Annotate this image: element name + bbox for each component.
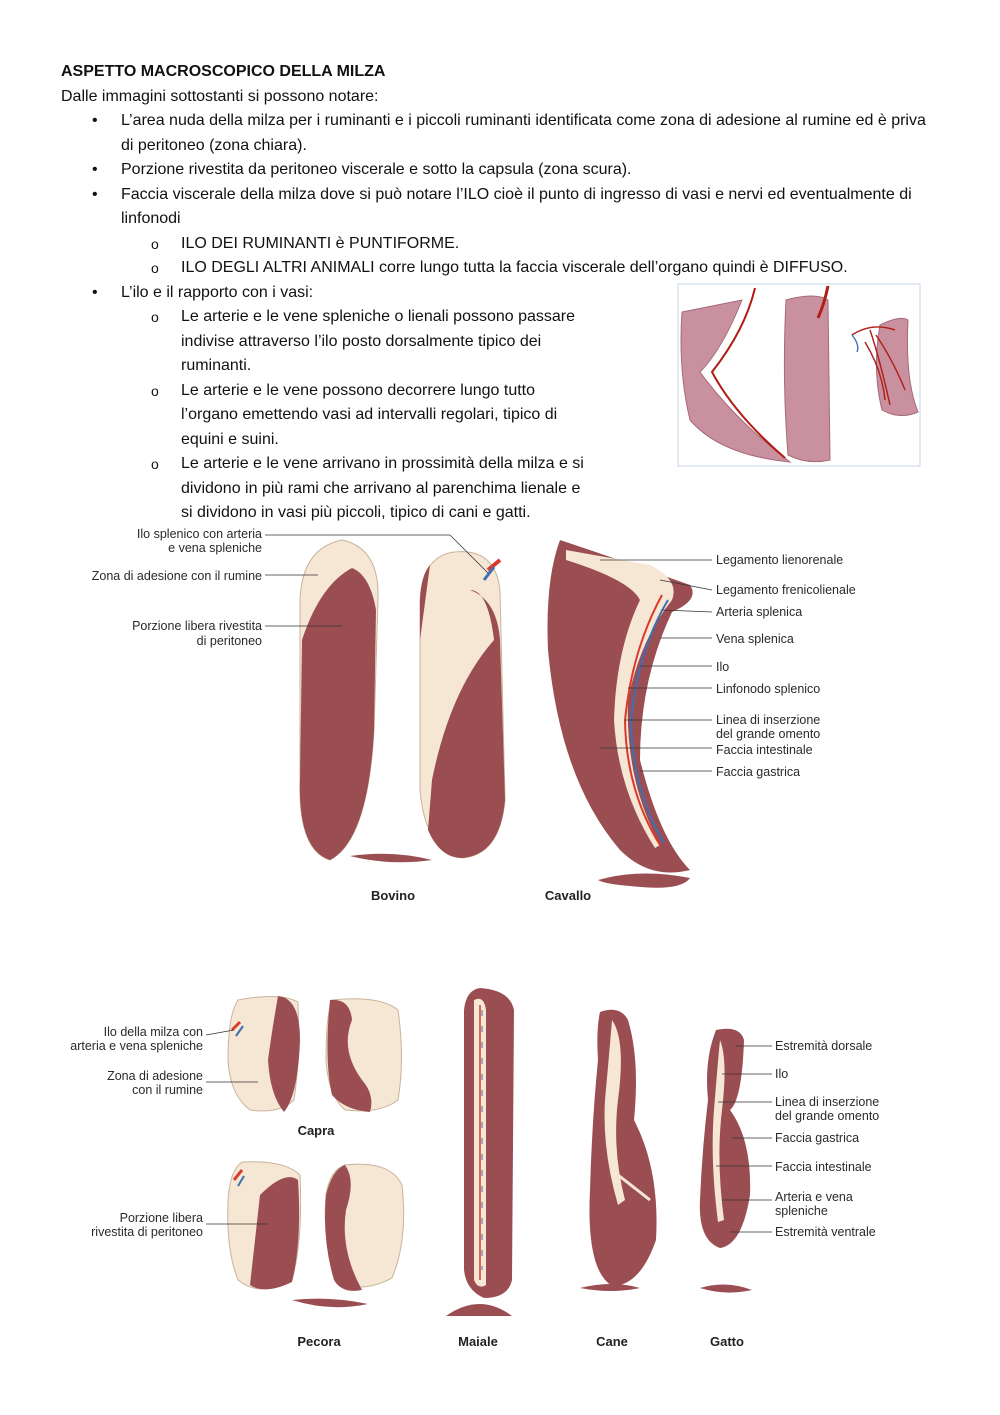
label-arteria-vena-2: spleniche — [775, 1204, 828, 1218]
bovino-spleen-right — [419, 551, 506, 859]
label-estremita-ventrale: Estremità ventrale — [775, 1225, 876, 1239]
bullet-porzione-rivestita: Porzione rivestita da peritoneo visceral… — [61, 158, 941, 183]
label-ilo-splenico-2: e vena spleniche — [168, 541, 262, 555]
label-estremita-dorsale: Estremità dorsale — [775, 1039, 872, 1053]
subitem-ilo-ruminanti: ILO DEI RUMINANTI è PUNTIFORME. — [121, 232, 941, 257]
cane-spleen — [589, 1009, 657, 1286]
pecora-spleen-left — [227, 1161, 302, 1290]
label-ilo: Ilo — [716, 660, 729, 674]
gatto-section — [700, 1284, 752, 1293]
bovino-spleen-left — [299, 539, 379, 861]
label-ilo-gatto: Ilo — [775, 1067, 788, 1081]
label-zona-adesione-capra-2: con il rumine — [132, 1083, 203, 1097]
fig2-leaders-right — [716, 1045, 772, 1233]
sublist-vasi: Le arterie e le vene spleniche o lienali… — [121, 305, 591, 526]
pecora-spleen-right — [324, 1163, 405, 1291]
label-porzione-libera-2: di peritoneo — [197, 634, 262, 648]
label-vena-splenica: Vena splenica — [716, 632, 794, 646]
fig1-leaders-left — [265, 534, 489, 627]
label-linea-inserzione-gatto-1: Linea di inserzione — [775, 1095, 879, 1109]
fig1-leaders-right — [600, 559, 713, 772]
label-zona-adesione: Zona di adesione con il rumine — [92, 569, 262, 583]
label-faccia-intestinale-gatto: Faccia intestinale — [775, 1160, 872, 1174]
label-linfonodo-splenico: Linfonodo splenico — [716, 682, 820, 696]
text-block: ASPETTO MACROSCOPICO DELLA MILZA Dalle i… — [61, 60, 941, 526]
species-capra: Capra — [298, 1123, 336, 1138]
subitem-vasi-cani: Le arterie e le vene arrivano in prossim… — [121, 452, 591, 526]
label-ilo-milza-2: arteria e vena spleniche — [70, 1039, 203, 1053]
bullet-list: L’area nuda della milza per i ruminanti … — [61, 109, 941, 526]
label-faccia-gastrica: Faccia gastrica — [716, 765, 800, 779]
cane-section — [580, 1284, 640, 1291]
sublist-ilo: ILO DEI RUMINANTI è PUNTIFORME. ILO DEGL… — [121, 232, 941, 281]
label-porzione-libera-1: Porzione libera rivestita — [132, 619, 262, 633]
label-linea-inserzione-2: del grande omento — [716, 727, 820, 741]
gatto-spleen — [699, 1028, 751, 1248]
fig2-leaders-left — [205, 1029, 268, 1225]
label-legamento-frenicolienale: Legamento frenicolienale — [716, 583, 856, 597]
species-gatto: Gatto — [710, 1334, 744, 1349]
label-arteria-splenica: Arteria splenica — [716, 605, 802, 619]
maiale-section — [446, 1304, 512, 1316]
label-faccia-intestinale: Faccia intestinale — [716, 743, 813, 757]
label-linea-inserzione-1: Linea di inserzione — [716, 713, 820, 727]
species-maiale: Maiale — [458, 1334, 498, 1349]
bullet-area-nuda: L’area nuda della milza per i ruminanti … — [61, 109, 941, 158]
maiale-spleen — [464, 988, 514, 1298]
intro-line: Dalle immagini sottostanti si possono no… — [61, 87, 379, 105]
subitem-ilo-altri: ILO DEGLI ALTRI ANIMALI corre lungo tutt… — [121, 256, 941, 281]
cavallo-section — [598, 873, 690, 888]
label-porzione-libera-pecora-1: Porzione libera — [120, 1211, 203, 1225]
capra-spleen-left — [227, 996, 300, 1112]
subitem-vasi-ruminanti: Le arterie e le vene spleniche o lienali… — [121, 305, 591, 379]
subitem-vasi-equini: Le arterie e le vene possono decorrere l… — [121, 379, 591, 453]
species-cavallo: Cavallo — [545, 888, 591, 903]
label-ilo-splenico-1: Ilo splenico con arteria — [137, 527, 262, 541]
bovino-section — [350, 853, 432, 863]
section-heading: ASPETTO MACROSCOPICO DELLA MILZA — [61, 63, 386, 80]
species-bovino: Bovino — [371, 888, 415, 903]
bullet-ilo-vasi: L’ilo e il rapporto con i vasi: Le arter… — [61, 281, 941, 526]
label-porzione-libera-pecora-2: rivestita di peritoneo — [91, 1225, 203, 1239]
label-ilo-milza-1: Ilo della milza con — [104, 1025, 203, 1039]
label-arteria-vena-1: Arteria e vena — [775, 1190, 853, 1204]
species-cane: Cane — [596, 1334, 628, 1349]
label-faccia-gastrica-gatto: Faccia gastrica — [775, 1131, 859, 1145]
capra-spleen-right — [325, 998, 402, 1112]
bullet-faccia-viscerale: Faccia viscerale della milza dove si può… — [61, 183, 941, 281]
species-pecora: Pecora — [297, 1334, 341, 1349]
pecora-section — [292, 1298, 368, 1308]
label-linea-inserzione-gatto-2: del grande omento — [775, 1109, 879, 1123]
label-legamento-lienorenale: Legamento lienorenale — [716, 553, 843, 567]
label-zona-adesione-capra-1: Zona di adesione — [107, 1069, 203, 1083]
